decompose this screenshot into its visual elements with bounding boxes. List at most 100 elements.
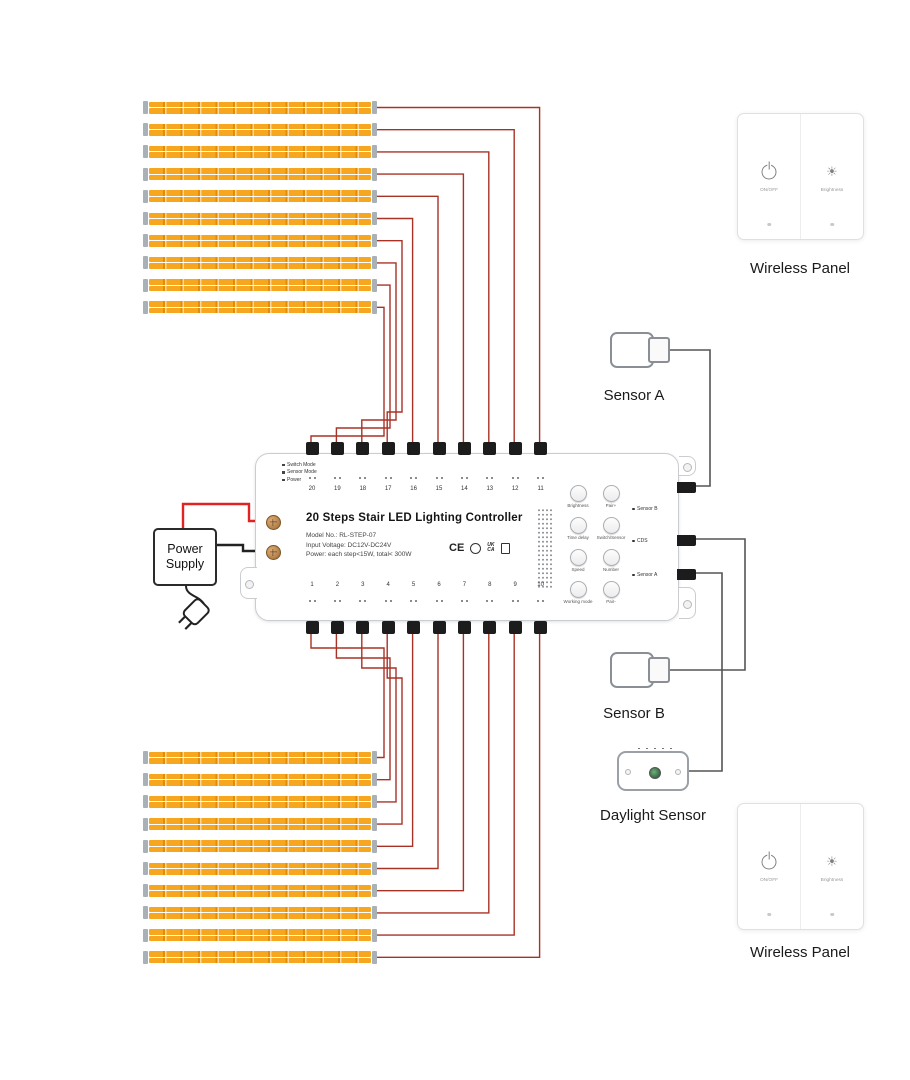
- terminal-polarity-marks: [333, 477, 336, 479]
- top-terminal-14: [457, 442, 471, 455]
- pair-button: [602, 484, 620, 502]
- led-strip: [143, 300, 377, 315]
- led-strip: [143, 839, 377, 854]
- terminal-polarity-marks: [359, 600, 362, 602]
- port-label-sensor-b: Sensor B: [632, 506, 658, 512]
- led-wire-bottom: [310, 630, 385, 759]
- panel-dot: [767, 912, 771, 916]
- indicator-sensor-mode: Sensor Mode: [282, 469, 317, 477]
- port-label-sensor-a: Sensor A: [632, 572, 657, 578]
- terminal-polarity-marks: [460, 600, 463, 602]
- daylight-sensor-caption: Daylight Sensor: [600, 807, 706, 824]
- terminal-polarity-marks: [511, 477, 514, 479]
- bottom-terminal-9: [508, 621, 522, 634]
- bottom-terminal-number: 1: [310, 582, 314, 588]
- terminal-polarity-marks: [435, 600, 438, 602]
- sensor-b-caption: Sensor B: [603, 705, 665, 722]
- top-terminal-13: [483, 442, 497, 455]
- top-terminal-number: 15: [435, 486, 443, 492]
- led-wire-bottom: [361, 630, 397, 803]
- power-supply: Power Supply: [153, 528, 217, 586]
- led-wire-bottom: [376, 630, 515, 936]
- working-mode-button: [569, 580, 587, 598]
- led-wire-top: [376, 106, 541, 446]
- bottom-terminal-2: [330, 621, 344, 634]
- led-wire-bottom: [376, 630, 490, 914]
- bottom-terminal-5: [407, 621, 421, 634]
- bottom-terminal-number: 5: [411, 582, 416, 588]
- time-delay-button-label: Time delay: [567, 534, 589, 540]
- bottom-terminal-number: 8: [488, 582, 492, 588]
- top-terminal-12: [508, 442, 522, 455]
- led-strip: [143, 817, 377, 832]
- bottom-terminal-number: 2: [335, 582, 340, 588]
- brightness-label: Brightness: [820, 878, 844, 883]
- buzzer-grill: [537, 508, 552, 590]
- daylight-sensor: [617, 746, 689, 791]
- top-terminal-number: 18: [359, 486, 367, 492]
- led-strip-group-top: [143, 100, 377, 322]
- led-strip: [143, 167, 377, 182]
- panel-brightness-button: ☀ Brightness: [800, 114, 863, 239]
- led-wire-top: [376, 240, 403, 446]
- speed-button: [569, 548, 587, 566]
- terminal-polarity-marks: [308, 477, 311, 479]
- switch-sensor-button: [602, 516, 620, 534]
- terminal-polarity-marks: [460, 477, 463, 479]
- panel-dot: [767, 222, 771, 226]
- indicator-power: Power: [282, 476, 317, 484]
- led-wire-bottom: [376, 630, 403, 825]
- terminal-polarity-marks: [308, 600, 311, 602]
- led-strip: [143, 144, 377, 159]
- bottom-terminal-8: [483, 621, 497, 634]
- motion-sensor-b: [610, 652, 670, 688]
- top-terminal-number: 13: [486, 486, 494, 492]
- led-strip: [143, 100, 377, 115]
- bottom-terminal-7: [457, 621, 471, 634]
- top-terminal-19: [330, 442, 344, 455]
- pair-button-label: Pair-: [606, 598, 616, 604]
- led-strip: [143, 905, 377, 920]
- terminal-polarity-marks: [537, 477, 540, 479]
- switch-sensor-button-label: Switch/Sensor: [596, 534, 626, 540]
- terminal-polarity-marks: [435, 477, 438, 479]
- top-terminal-16: [407, 442, 421, 455]
- sensor-a-wire: [660, 349, 711, 487]
- cert-circle-icon: [470, 542, 482, 554]
- led-strip: [143, 211, 377, 226]
- top-terminal-15: [432, 442, 446, 455]
- wireless-panel-bottom: ON/OFF ☀ Brightness: [737, 803, 864, 930]
- time-delay-button: [569, 516, 587, 534]
- led-strip: [143, 233, 377, 248]
- led-strip: [143, 122, 377, 137]
- sensor-vents: [635, 746, 675, 751]
- pair-button-label: Pair+: [605, 502, 617, 508]
- panel-onoff-button: ON/OFF: [738, 804, 800, 929]
- power-terminal-screw-negative: [265, 544, 281, 560]
- wireless-panel-top-caption: Wireless Panel: [749, 260, 851, 277]
- top-terminal-number: 11: [537, 486, 544, 492]
- bottom-terminal-1: [305, 621, 319, 634]
- terminal-polarity-marks: [333, 600, 336, 602]
- top-terminal-number: 16: [410, 486, 417, 492]
- power-wire-neutral: [216, 543, 266, 553]
- brightness-label: Brightness: [820, 188, 844, 193]
- terminal-polarity-marks: [410, 600, 413, 602]
- led-wire-bottom: [376, 630, 439, 870]
- mounting-tab: [240, 567, 257, 599]
- brightness-button-label: Brightness: [567, 502, 589, 508]
- sensor-a-caption: Sensor A: [603, 387, 665, 404]
- top-terminal-18: [356, 442, 370, 455]
- led-wire-top: [310, 306, 385, 446]
- photocell-icon: [649, 767, 661, 779]
- indicator-switch-mode: Switch Mode: [282, 461, 317, 469]
- terminal-polarity-marks: [511, 600, 514, 602]
- mounting-tab: [679, 456, 696, 476]
- port-label-cds: CDS: [632, 538, 648, 544]
- number-button-label: Number: [602, 566, 619, 572]
- power-wire-live: [181, 502, 266, 528]
